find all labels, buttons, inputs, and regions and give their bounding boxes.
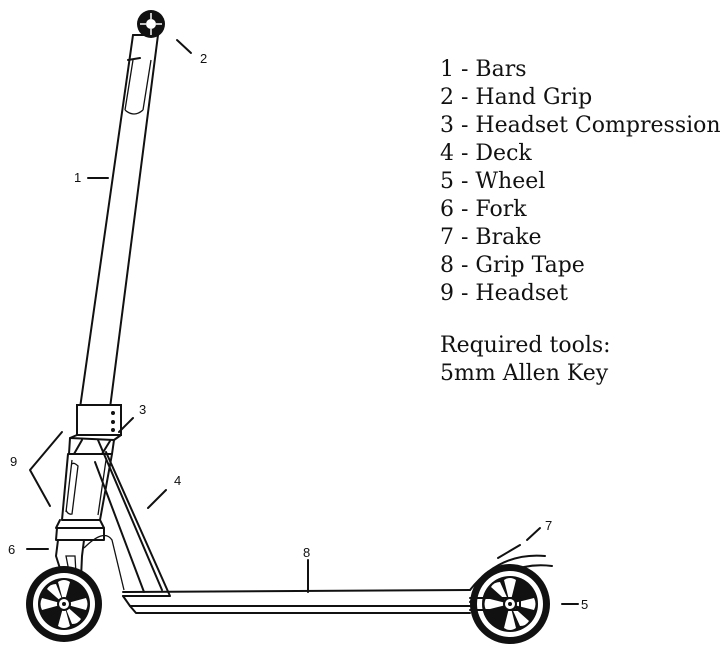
callout-fork-number: 6 xyxy=(8,542,15,557)
scooter-diagram: 1 2 3 4 5 6 7 8 9 xyxy=(8,10,588,644)
callout-headset-compression-number: 3 xyxy=(139,402,146,417)
hand-grip-part xyxy=(137,10,165,38)
legend-item-grip-tape: 8 - Grip Tape xyxy=(440,253,585,278)
front-wheel xyxy=(26,566,102,642)
legend-item-headset: 9 - Headset xyxy=(440,281,568,306)
callout-deck-number: 4 xyxy=(174,473,181,488)
callout-headset-number: 9 xyxy=(10,454,17,469)
rear-wheel xyxy=(469,564,550,644)
parts-legend: 1 - Bars 2 - Hand Grip 3 - Headset Compr… xyxy=(440,56,721,388)
legend-item-fork: 6 - Fork xyxy=(440,197,527,222)
callout-grip-tape-number: 8 xyxy=(303,545,310,560)
callout-brake-number: 7 xyxy=(545,518,552,533)
headset-compression-part xyxy=(68,404,122,455)
legend-item-brake: 7 - Brake xyxy=(440,225,542,250)
required-tools-value: 5mm Allen Key xyxy=(440,361,609,386)
legend-item-deck: 4 - Deck xyxy=(440,141,532,166)
legend-item-hand-grip: 2 - Hand Grip xyxy=(440,85,593,110)
bars-part xyxy=(79,34,159,409)
legend-item-headset-compression: 3 - Headset Compression xyxy=(440,113,721,138)
legend-item-wheel: 5 - Wheel xyxy=(440,169,546,194)
headset-part xyxy=(61,453,113,521)
callout-wheel-number: 5 xyxy=(581,597,588,612)
callout-bars-number: 1 xyxy=(74,170,81,185)
callout-hand-grip-number: 2 xyxy=(200,51,207,66)
deck-part xyxy=(83,439,471,614)
required-tools-heading: Required tools: xyxy=(440,333,611,358)
callout-lines xyxy=(26,39,579,605)
legend-item-bars: 1 - Bars xyxy=(440,57,527,82)
